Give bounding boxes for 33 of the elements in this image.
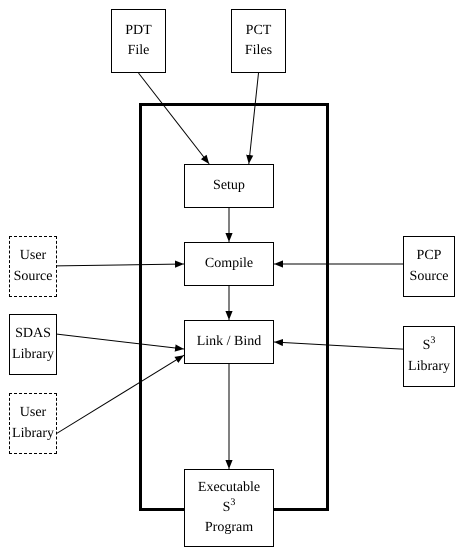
arrow (225, 286, 233, 320)
arrow (225, 208, 233, 242)
library-box (9, 314, 57, 375)
input-box (9, 236, 57, 297)
arrow (225, 364, 233, 470)
library-box (9, 393, 57, 454)
node-label: S$^{3}$ Library (408, 336, 450, 376)
node-label: PCP Source (409, 247, 449, 286)
node-label: Setup (213, 176, 245, 195)
node-label: User Source (14, 247, 52, 286)
node-label: SDAS Library (12, 325, 54, 364)
node-label: PDT File (124, 22, 153, 60)
arrow (56, 334, 184, 352)
arrow (56, 354, 184, 434)
arrow (246, 72, 259, 164)
process-box (184, 164, 274, 208)
arrow (274, 338, 404, 350)
output-box (184, 469, 274, 547)
frame-box (139, 103, 329, 511)
arrow (274, 260, 404, 268)
node-label: Link / Bind (196, 332, 262, 351)
node-label: Compile (204, 254, 254, 273)
node-label: PCT Files (244, 22, 274, 60)
arrow (56, 260, 184, 268)
arrow (138, 72, 210, 164)
file-box (231, 9, 286, 73)
node-label: User Library (12, 404, 54, 442)
node-label: Executable S$^{3}$ Program (198, 478, 260, 538)
file-box (111, 9, 166, 73)
library-box (403, 326, 455, 387)
process-box (184, 242, 274, 286)
process-box (184, 320, 274, 364)
input-box (403, 236, 455, 297)
